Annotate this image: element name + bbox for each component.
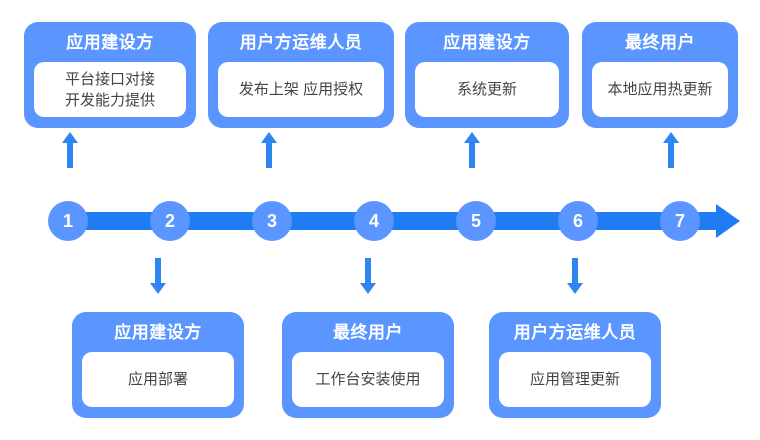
bottom-card-2-body: 工作台安装使用 [292, 352, 444, 407]
timeline: 1 2 3 4 5 6 7 [40, 201, 740, 241]
bottom-card-1-body: 应用部署 [82, 352, 234, 407]
top-card-3[interactable]: 应用建设方 系统更新 [405, 22, 569, 128]
arrow-head-down-icon [150, 283, 166, 294]
arrow-stem [668, 142, 674, 168]
top-card-4-title: 最终用户 [625, 33, 695, 52]
connector-up-arrow-2 [261, 132, 277, 172]
bottom-card-1-title: 应用建设方 [114, 323, 202, 342]
connector-up-arrow-3 [464, 132, 480, 172]
arrow-stem [266, 142, 272, 168]
arrow-stem [365, 258, 371, 284]
bottom-card-2-body-text: 工作台安装使用 [315, 371, 421, 388]
top-card-1-body: 平台接口对接 开发能力提供 [34, 62, 186, 117]
timeline-step-6[interactable]: 6 [558, 201, 598, 241]
top-card-3-body: 系统更新 [415, 62, 559, 117]
timeline-step-2[interactable]: 2 [150, 201, 190, 241]
timeline-step-1[interactable]: 1 [48, 201, 88, 241]
top-card-2-body-text: 发布上架 应用授权 [238, 81, 364, 98]
bottom-card-1-body-text: 应用部署 [127, 371, 188, 388]
timeline-step-4[interactable]: 4 [354, 201, 394, 241]
arrow-head-up-icon [261, 132, 277, 143]
bottom-card-2-title: 最终用户 [333, 323, 403, 342]
bottom-card-3-title: 用户方运维人员 [513, 323, 637, 342]
top-card-4-body: 本地应用热更新 [592, 62, 728, 117]
bottom-card-3-body: 应用管理更新 [499, 352, 651, 407]
arrow-stem [155, 258, 161, 284]
connector-down-arrow-1 [150, 258, 166, 298]
bottom-card-2[interactable]: 最终用户 工作台安装使用 [282, 312, 454, 418]
top-card-2[interactable]: 用户方运维人员 发布上架 应用授权 [208, 22, 394, 128]
top-card-3-body-text: 系统更新 [456, 81, 517, 98]
connector-down-arrow-2 [360, 258, 376, 298]
timeline-step-5[interactable]: 5 [456, 201, 496, 241]
arrow-stem [469, 142, 475, 168]
timeline-step-3[interactable]: 3 [252, 201, 292, 241]
connector-down-arrow-3 [567, 258, 583, 298]
arrow-stem [67, 142, 73, 168]
arrow-head-up-icon [464, 132, 480, 143]
connector-up-arrow-1 [62, 132, 78, 172]
top-card-4[interactable]: 最终用户 本地应用热更新 [582, 22, 738, 128]
bottom-card-3[interactable]: 用户方运维人员 应用管理更新 [489, 312, 661, 418]
top-card-4-body-text: 本地应用热更新 [607, 81, 713, 98]
timeline-end-arrow-icon [716, 204, 740, 238]
top-card-1[interactable]: 应用建设方 平台接口对接 开发能力提供 [24, 22, 196, 128]
arrow-stem [572, 258, 578, 284]
top-card-1-body-text: 平台接口对接 开发能力提供 [64, 70, 155, 109]
arrow-head-down-icon [360, 283, 376, 294]
arrow-head-up-icon [62, 132, 78, 143]
top-card-1-title: 应用建设方 [66, 33, 154, 52]
bottom-card-3-body-text: 应用管理更新 [529, 371, 620, 388]
bottom-card-1[interactable]: 应用建设方 应用部署 [72, 312, 244, 418]
timeline-step-7[interactable]: 7 [660, 201, 700, 241]
connector-up-arrow-4 [663, 132, 679, 172]
top-card-2-body: 发布上架 应用授权 [218, 62, 384, 117]
arrow-head-down-icon [567, 283, 583, 294]
top-card-2-title: 用户方运维人员 [239, 33, 363, 52]
top-card-3-title: 应用建设方 [443, 33, 531, 52]
arrow-head-up-icon [663, 132, 679, 143]
